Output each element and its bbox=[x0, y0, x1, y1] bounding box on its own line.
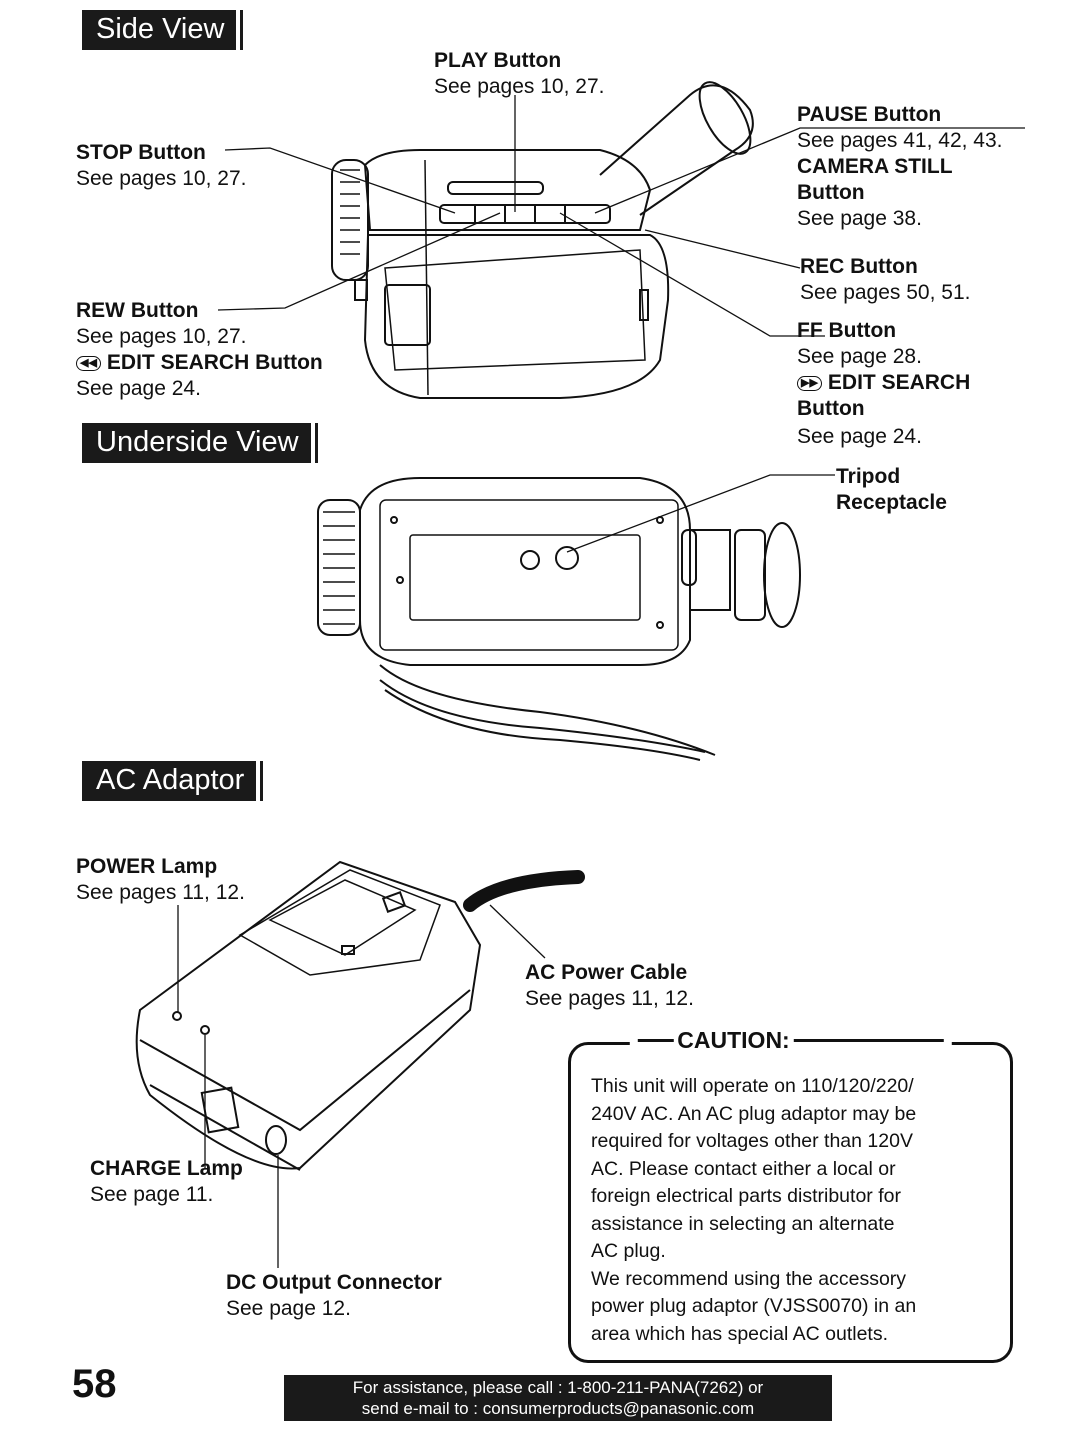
caution-line: foreign electrical parts distributor for bbox=[591, 1185, 901, 1207]
stop-button-title: STOP Button bbox=[76, 141, 206, 164]
rec-button-label: REC Button See pages 50, 51. bbox=[800, 254, 970, 306]
caution-line: AC plug. bbox=[591, 1240, 666, 1262]
rew-button-title: REW Button bbox=[76, 299, 199, 322]
rewind-icon: ◀◀ bbox=[76, 356, 101, 371]
caution-line: We recommend using the accessory bbox=[591, 1267, 907, 1290]
tripod-title-1: Tripod bbox=[836, 465, 901, 488]
assistance-footer: For assistance, please call : 1-800-211-… bbox=[284, 1375, 832, 1421]
rec-button-title: REC Button bbox=[800, 255, 918, 278]
stop-button-ref: See pages 10, 27. bbox=[76, 167, 247, 190]
tripod-title-2: Receptacle bbox=[836, 491, 947, 514]
camera-still-title-1: CAMERA STILL bbox=[797, 155, 953, 178]
fast-forward-icon: ▶▶ bbox=[797, 376, 822, 391]
power-lamp-title: POWER Lamp bbox=[76, 855, 218, 878]
camcorder-side-illustration bbox=[331, 81, 754, 399]
power-lamp-ref: See pages 11, 12. bbox=[76, 881, 245, 904]
camera-still-title-2: Button bbox=[797, 181, 865, 204]
charge-lamp-ref: See page 11. bbox=[90, 1183, 214, 1206]
ac-cable-label: AC Power Cable See pages 11, 12. bbox=[525, 960, 694, 1012]
stop-button-label: STOP Button See pages 10, 27. bbox=[76, 140, 246, 192]
pause-button-title: PAUSE Button bbox=[797, 103, 942, 126]
ff-button-label: FF Button See page 28. ▶▶EDIT SEARCH But… bbox=[797, 318, 970, 450]
ff-edit-search-title-1: ▶▶EDIT SEARCH bbox=[797, 370, 970, 396]
ac-cable-title: AC Power Cable bbox=[525, 961, 688, 984]
charge-lamp-title: CHARGE Lamp bbox=[90, 1157, 243, 1180]
caution-box: CAUTION: This unit will operate on 110/1… bbox=[568, 1027, 1013, 1363]
ac-cable-ref: See pages 11, 12. bbox=[525, 987, 694, 1010]
ac-adaptor-illustration bbox=[135, 860, 585, 1171]
play-button-title: PLAY Button bbox=[434, 49, 562, 72]
rec-button-ref: See pages 50, 51. bbox=[800, 281, 971, 304]
play-button-label: PLAY Button See pages 10, 27. bbox=[434, 48, 604, 100]
section-title-side-view: Side View bbox=[82, 10, 237, 50]
camera-still-ref: See page 38. bbox=[797, 207, 922, 230]
caution-line: required for voltages other than 120V bbox=[591, 1130, 913, 1152]
caution-line: assistance in selecting an alternate bbox=[591, 1212, 895, 1235]
caution-line: power plug adaptor (VJSS0070) in an bbox=[591, 1295, 917, 1317]
dc-output-ref: See page 12. bbox=[226, 1297, 351, 1320]
caution-line: This unit will operate on 110/120/220/ bbox=[591, 1075, 914, 1097]
camcorder-underside-illustration bbox=[317, 477, 801, 761]
ff-edit-search-ref: See page 24. bbox=[797, 425, 922, 448]
footer-line-1: For assistance, please call : 1-800-211-… bbox=[352, 1378, 764, 1397]
section-title-underside-view: Underside View bbox=[82, 423, 311, 463]
page-number: 58 bbox=[72, 1362, 117, 1406]
tripod-receptacle-label: Tripod Receptacle bbox=[836, 464, 947, 516]
section-title-ac-adaptor: AC Adaptor bbox=[82, 761, 257, 801]
caution-text: This unit will operate on 110/120/220/ 2… bbox=[591, 1073, 1001, 1348]
ff-button-title: FF Button bbox=[797, 319, 897, 342]
play-button-ref: See pages 10, 27. bbox=[434, 75, 605, 98]
ff-button-ref: See page 28. bbox=[797, 345, 922, 368]
caution-line: 240V AC. An AC plug adaptor may be bbox=[591, 1102, 917, 1125]
footer-line-2: send e-mail to : consumerproducts@panaso… bbox=[361, 1399, 755, 1418]
charge-lamp-label: CHARGE Lamp See page 11. bbox=[90, 1156, 243, 1208]
caution-title: CAUTION: bbox=[629, 1027, 952, 1054]
dc-output-title: DC Output Connector bbox=[226, 1271, 442, 1294]
rew-button-label: REW Button See pages 10, 27. ◀◀EDIT SEAR… bbox=[76, 298, 323, 402]
rew-edit-search-title: ◀◀EDIT SEARCH Button bbox=[76, 350, 323, 376]
rew-edit-search-ref: See page 24. bbox=[76, 377, 201, 400]
rew-button-ref: See pages 10, 27. bbox=[76, 325, 247, 348]
caution-line: area which has special AC outlets. bbox=[591, 1322, 888, 1345]
dc-output-label: DC Output Connector See page 12. bbox=[226, 1270, 442, 1322]
leader-lines bbox=[177, 95, 1025, 1268]
ff-edit-search-title-2: Button bbox=[797, 397, 865, 420]
pause-button-label: PAUSE Button See pages 41, 42, 43. CAMER… bbox=[797, 102, 1003, 232]
power-lamp-label: POWER Lamp See pages 11, 12. bbox=[76, 854, 245, 906]
caution-line: AC. Please contact either a local or bbox=[591, 1157, 896, 1180]
pause-button-ref: See pages 41, 42, 43. bbox=[797, 129, 1003, 152]
